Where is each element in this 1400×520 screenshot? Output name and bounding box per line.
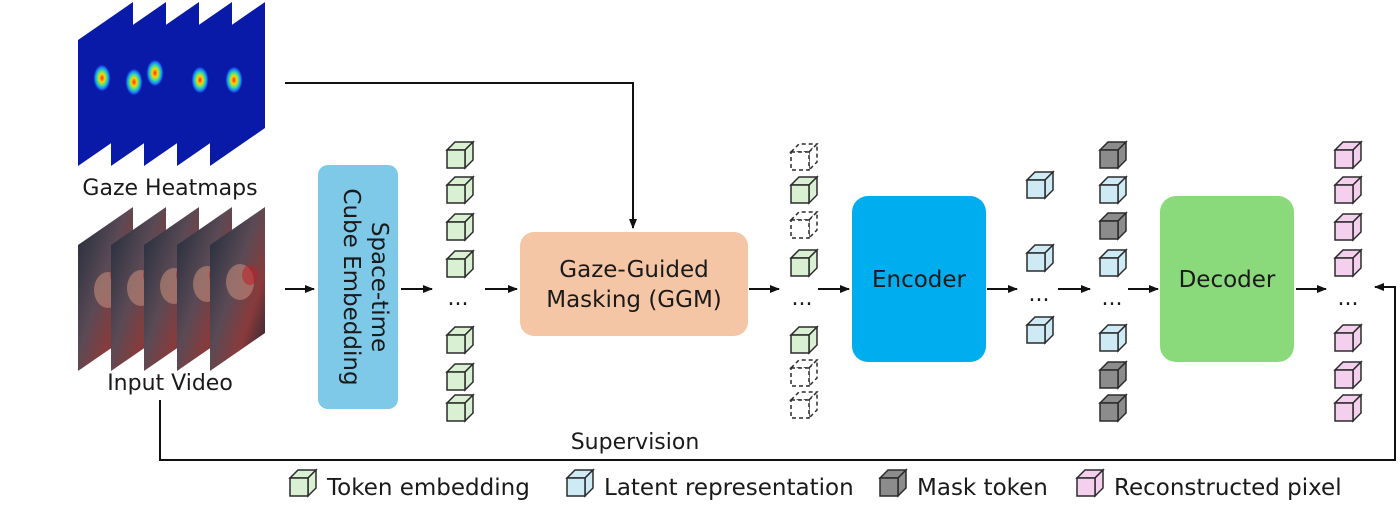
legend-label: Mask token [917,475,1048,501]
token-embedding-cube [445,249,475,279]
full-ellipsis: ... [1102,286,1123,311]
decoder-block [1160,196,1294,362]
input-video-label: Input Video [107,371,233,396]
token-embedding-cube [445,393,475,423]
gaze-heatmaps-label: Gaze Heatmaps [82,176,257,201]
masked-token-cube [789,358,819,388]
legend-cube [288,468,318,498]
latent-cube [1025,243,1055,273]
video-frame [210,207,265,371]
gaze-heatmaps-stack [78,2,265,166]
masked-token-cube [789,210,819,240]
decoder-label: Decoder [1179,267,1276,293]
heatmap-to-ggm-arrow [285,82,637,229]
gaze-blob [225,66,243,94]
reconstructed-pixel-cube [1333,140,1363,170]
output-ellipsis: ... [1338,286,1359,311]
mask-token-cube [1098,393,1128,423]
token-embedding-cube [445,175,475,205]
mask-token-cube [1098,140,1128,170]
token-columns [445,140,1363,423]
visible-token-cube [789,248,819,278]
gaze-blob [93,64,111,92]
legend: Token embedding Latent representation Mask… [288,468,1342,501]
reconstructed-pixel-cube [1333,175,1363,205]
latent-cube [1098,248,1128,278]
masked-token-cube [789,390,819,420]
latent-cube [1098,323,1128,353]
legend-label: Token embedding [326,475,530,501]
masked-token-cube [789,142,819,172]
legend-item: Mask token [878,468,1048,501]
reconstructed-pixel-cube [1333,323,1363,353]
legend-item: Reconstructed pixel [1075,468,1342,501]
masked-ellipsis: ... [792,286,813,311]
legend-cube [878,468,908,498]
legend-cube [1075,468,1105,498]
legend-item: Token embedding [288,468,530,501]
gaze-blob [191,66,209,94]
legend-label: Reconstructed pixel [1114,475,1342,501]
encoder-block [852,196,986,362]
ggm-block [520,232,748,336]
token-embedding-cube [445,325,475,355]
encoder-label: Encoder [872,267,967,293]
token-embedding-cube [445,362,475,392]
token-embedding-cube [445,212,475,242]
cube-embedding-block [318,165,398,409]
reconstructed-pixel-cube [1333,393,1363,423]
gaze-blob [125,68,143,96]
legend-item: Latent representation [565,468,854,501]
supervision-loop-arrow [159,283,1396,461]
reconstructed-pixel-cube [1333,212,1363,242]
latent-cube [1098,175,1128,205]
visible-token-cube [789,325,819,355]
tokens-ellipsis: ... [448,286,469,311]
gaze-blob [146,59,164,87]
legend-label: Latent representation [604,475,854,501]
legend-cube [565,468,595,498]
input-video-stack [78,207,265,371]
reconstructed-pixel-cube [1333,360,1363,390]
supervision-label: Supervision [571,430,700,455]
mask-token-cube [1098,211,1128,241]
mask-token-cube [1098,360,1128,390]
reconstructed-pixel-cube [1333,248,1363,278]
latent-cube [1025,170,1055,200]
visible-token-cube [789,175,819,205]
latent-cube [1025,315,1055,345]
token-embedding-cube [445,140,475,170]
latent-ellipsis: ... [1029,282,1050,307]
cube-embedding-label: Space-timeCube Embedding [338,188,392,385]
